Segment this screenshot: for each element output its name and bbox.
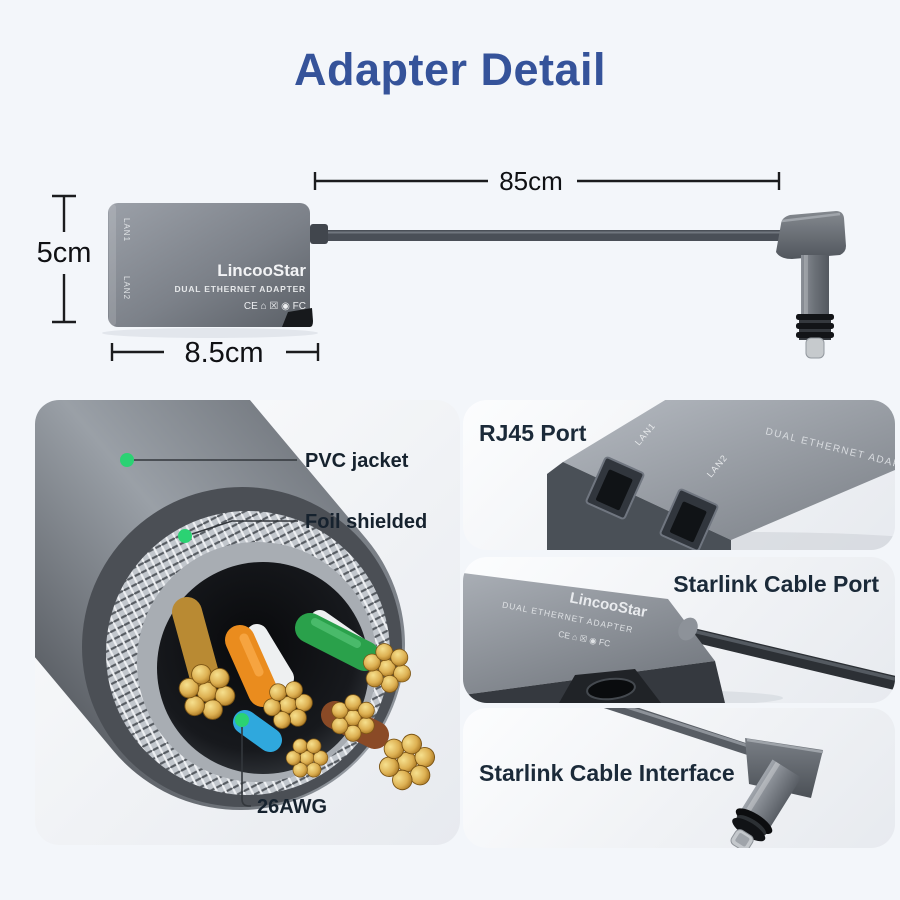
- page-title: Adapter Detail: [293, 44, 607, 95]
- device-height-label: 5cm: [37, 237, 92, 269]
- right-angle-connector: [776, 211, 846, 359]
- rj45-port-lan1: [585, 456, 645, 520]
- port-label-lan2: LAN2: [122, 276, 131, 300]
- photo-cable: [603, 708, 770, 762]
- brand-logo: LincooStar: [217, 261, 306, 280]
- starlink-cable-port-card: LincooStar DUAL ETHERNET ADAPTER CE ⌂ ☒ …: [463, 557, 895, 703]
- cable-length-label: 85cm: [499, 166, 563, 196]
- starlink-cable-port-card-label: Starlink Cable Port: [673, 571, 879, 597]
- port-notch: [282, 308, 313, 327]
- port-label-lan1: LAN1: [122, 218, 131, 242]
- photo-connector-barrel: [730, 759, 802, 848]
- starlink-cable-interface-photo: [603, 708, 824, 848]
- starlink-cable-interface-card-label: Starlink Cable Interface: [479, 760, 735, 786]
- cable-length-dimension: 85cm: [313, 166, 781, 196]
- product-name: DUAL ETHERNET ADAPTER: [174, 284, 306, 294]
- starlink-cable-interface-card: Starlink Cable Interface: [463, 708, 895, 848]
- connector-tip: [805, 337, 825, 359]
- callout-pvc-jacket-label: PVC jacket: [305, 450, 409, 472]
- cert-marks: CE ⌂ ☒ ◉ FC: [244, 301, 306, 312]
- cable-cutaway-card: PVC jacket Foil shielded 26AWG: [35, 400, 460, 845]
- device-width-dimension: 8.5cm: [110, 337, 320, 369]
- photo-cable: [686, 628, 895, 690]
- rj45-port-card-label: RJ45 Port: [479, 420, 587, 446]
- callout-foil-shielded-label: Foil shielded: [305, 511, 427, 533]
- callout-26awg-label: 26AWG: [257, 796, 327, 818]
- callout-leaders: [134, 459, 298, 807]
- photo-cable-collar: [678, 617, 698, 641]
- device-height-dimension: 5cm: [37, 194, 92, 324]
- rj45-port-card: LAN1 LAN2 DUAL ETHERNET ADAPTER RJ45 Por…: [463, 400, 895, 550]
- cable: [322, 230, 784, 241]
- rj45-port-photo: LAN1 LAN2 DUAL ETHERNET ADAPTER: [547, 400, 895, 550]
- callout-dot-icon: [178, 529, 192, 543]
- device-width-label: 8.5cm: [185, 337, 264, 369]
- adapter-top-view: LAN1 LAN2 LincooStar DUAL ETHERNET ADAPT…: [108, 203, 328, 327]
- cable-strain-relief: [310, 224, 328, 244]
- rj45-port-lan2: [659, 488, 719, 550]
- cable-cutaway-illustration: PVC jacket Foil shielded 26AWG: [35, 400, 442, 818]
- starlink-cable-port-photo: LincooStar DUAL ETHERNET ADAPTER CE ⌂ ☒ …: [463, 573, 895, 703]
- callout-dot-icon: [235, 713, 249, 727]
- device-shadow: [102, 328, 318, 338]
- adapter-dimension-diagram: 85cm 5cm 8.5cm: [37, 166, 846, 369]
- callout-dot-icon: [120, 453, 134, 467]
